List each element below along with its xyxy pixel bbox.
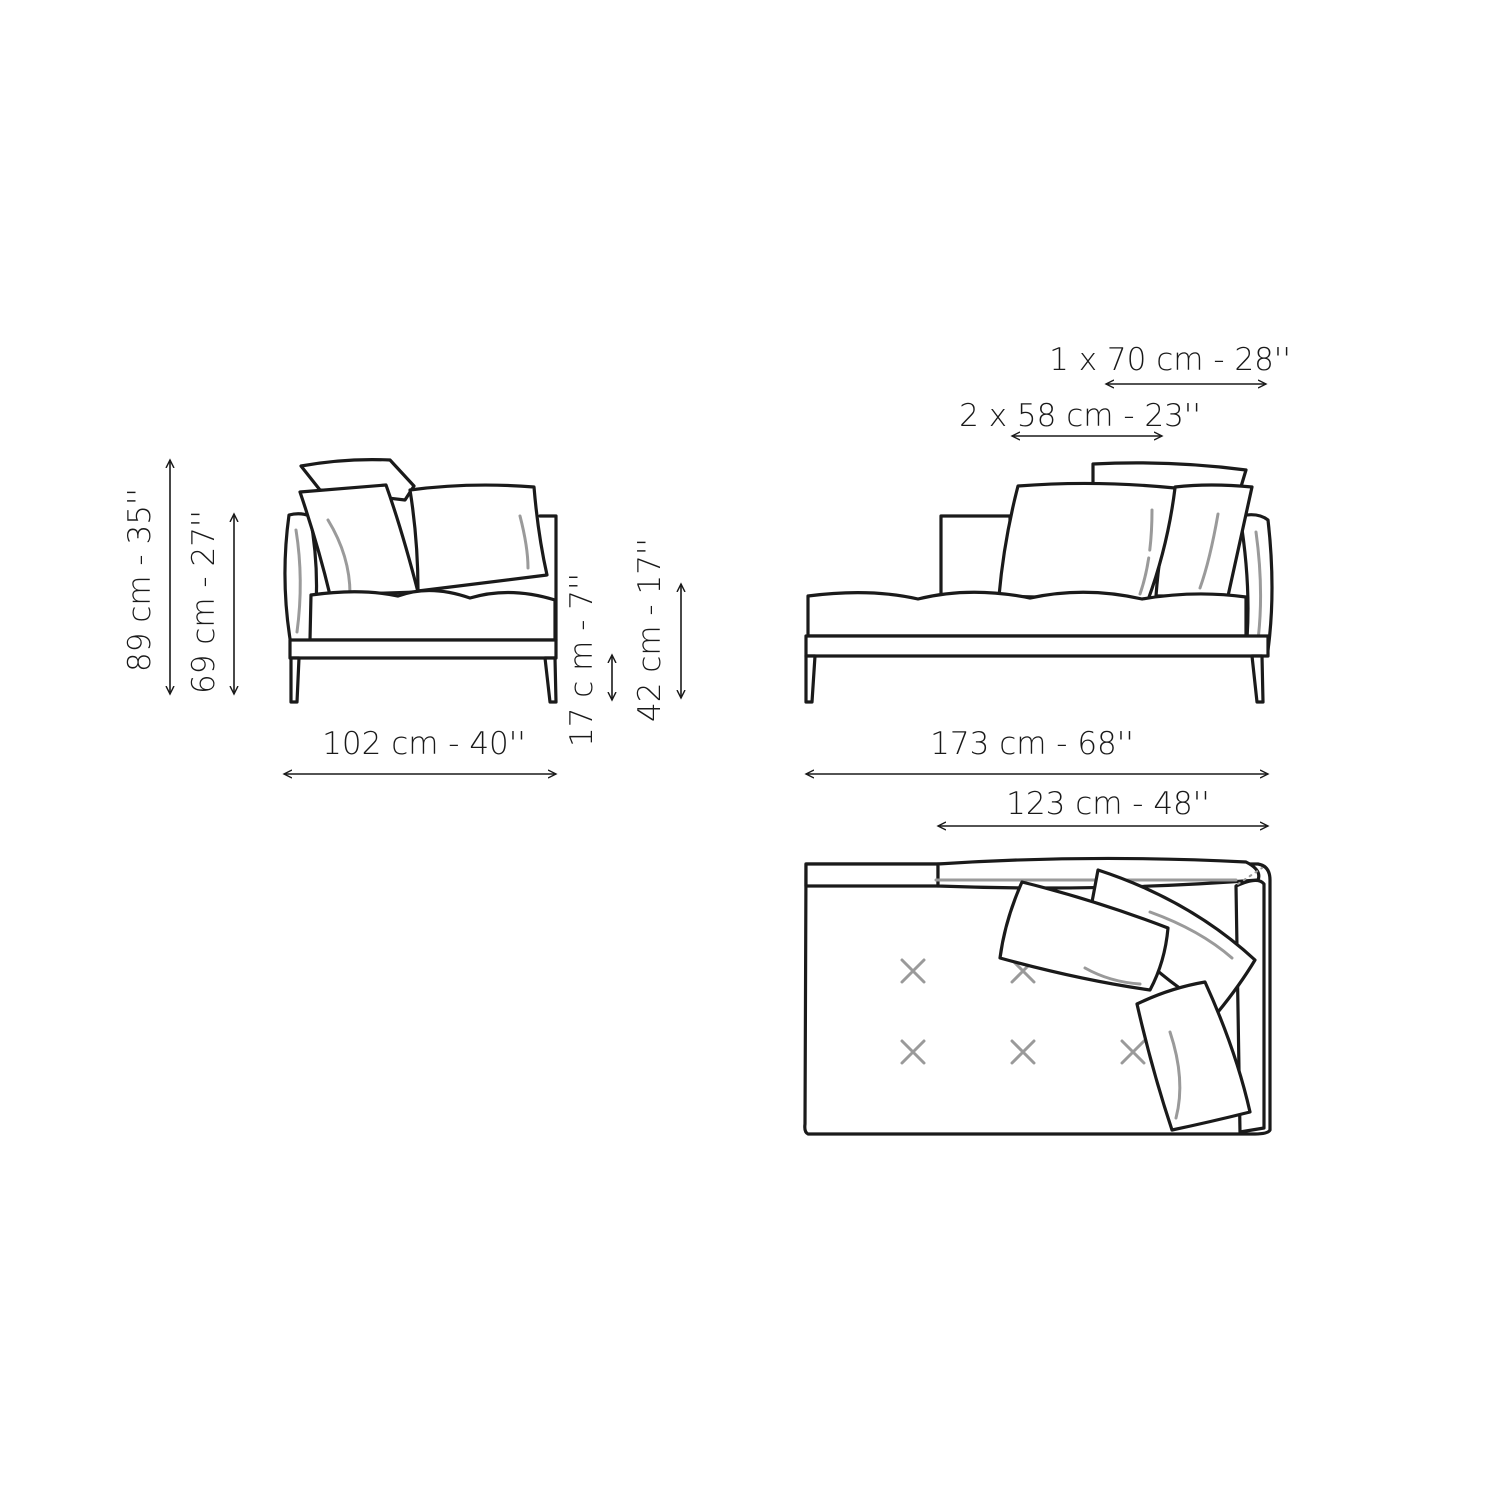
label-cushion-small: 2 x 58 cm - 23'' [959,398,1201,434]
label-side-length: 173 cm - 68'' [930,726,1134,762]
front-view [283,458,558,704]
label-front-width: 102 cm - 40'' [322,726,526,762]
label-leg-height: 17 c m - 7'' [564,573,600,747]
side-view [804,461,1274,704]
label-front-total-height: 89 cm - 35'' [122,488,158,672]
label-front-back-height: 69 cm - 27'' [186,510,222,694]
plan-view [803,856,1272,1136]
label-seat-height: 42 cm - 17'' [632,538,668,722]
label-cushion-large: 1 x 70 cm - 28'' [1049,342,1291,378]
dimension-lines [170,384,1268,826]
label-plan-width: 123 cm - 48'' [1006,786,1210,822]
